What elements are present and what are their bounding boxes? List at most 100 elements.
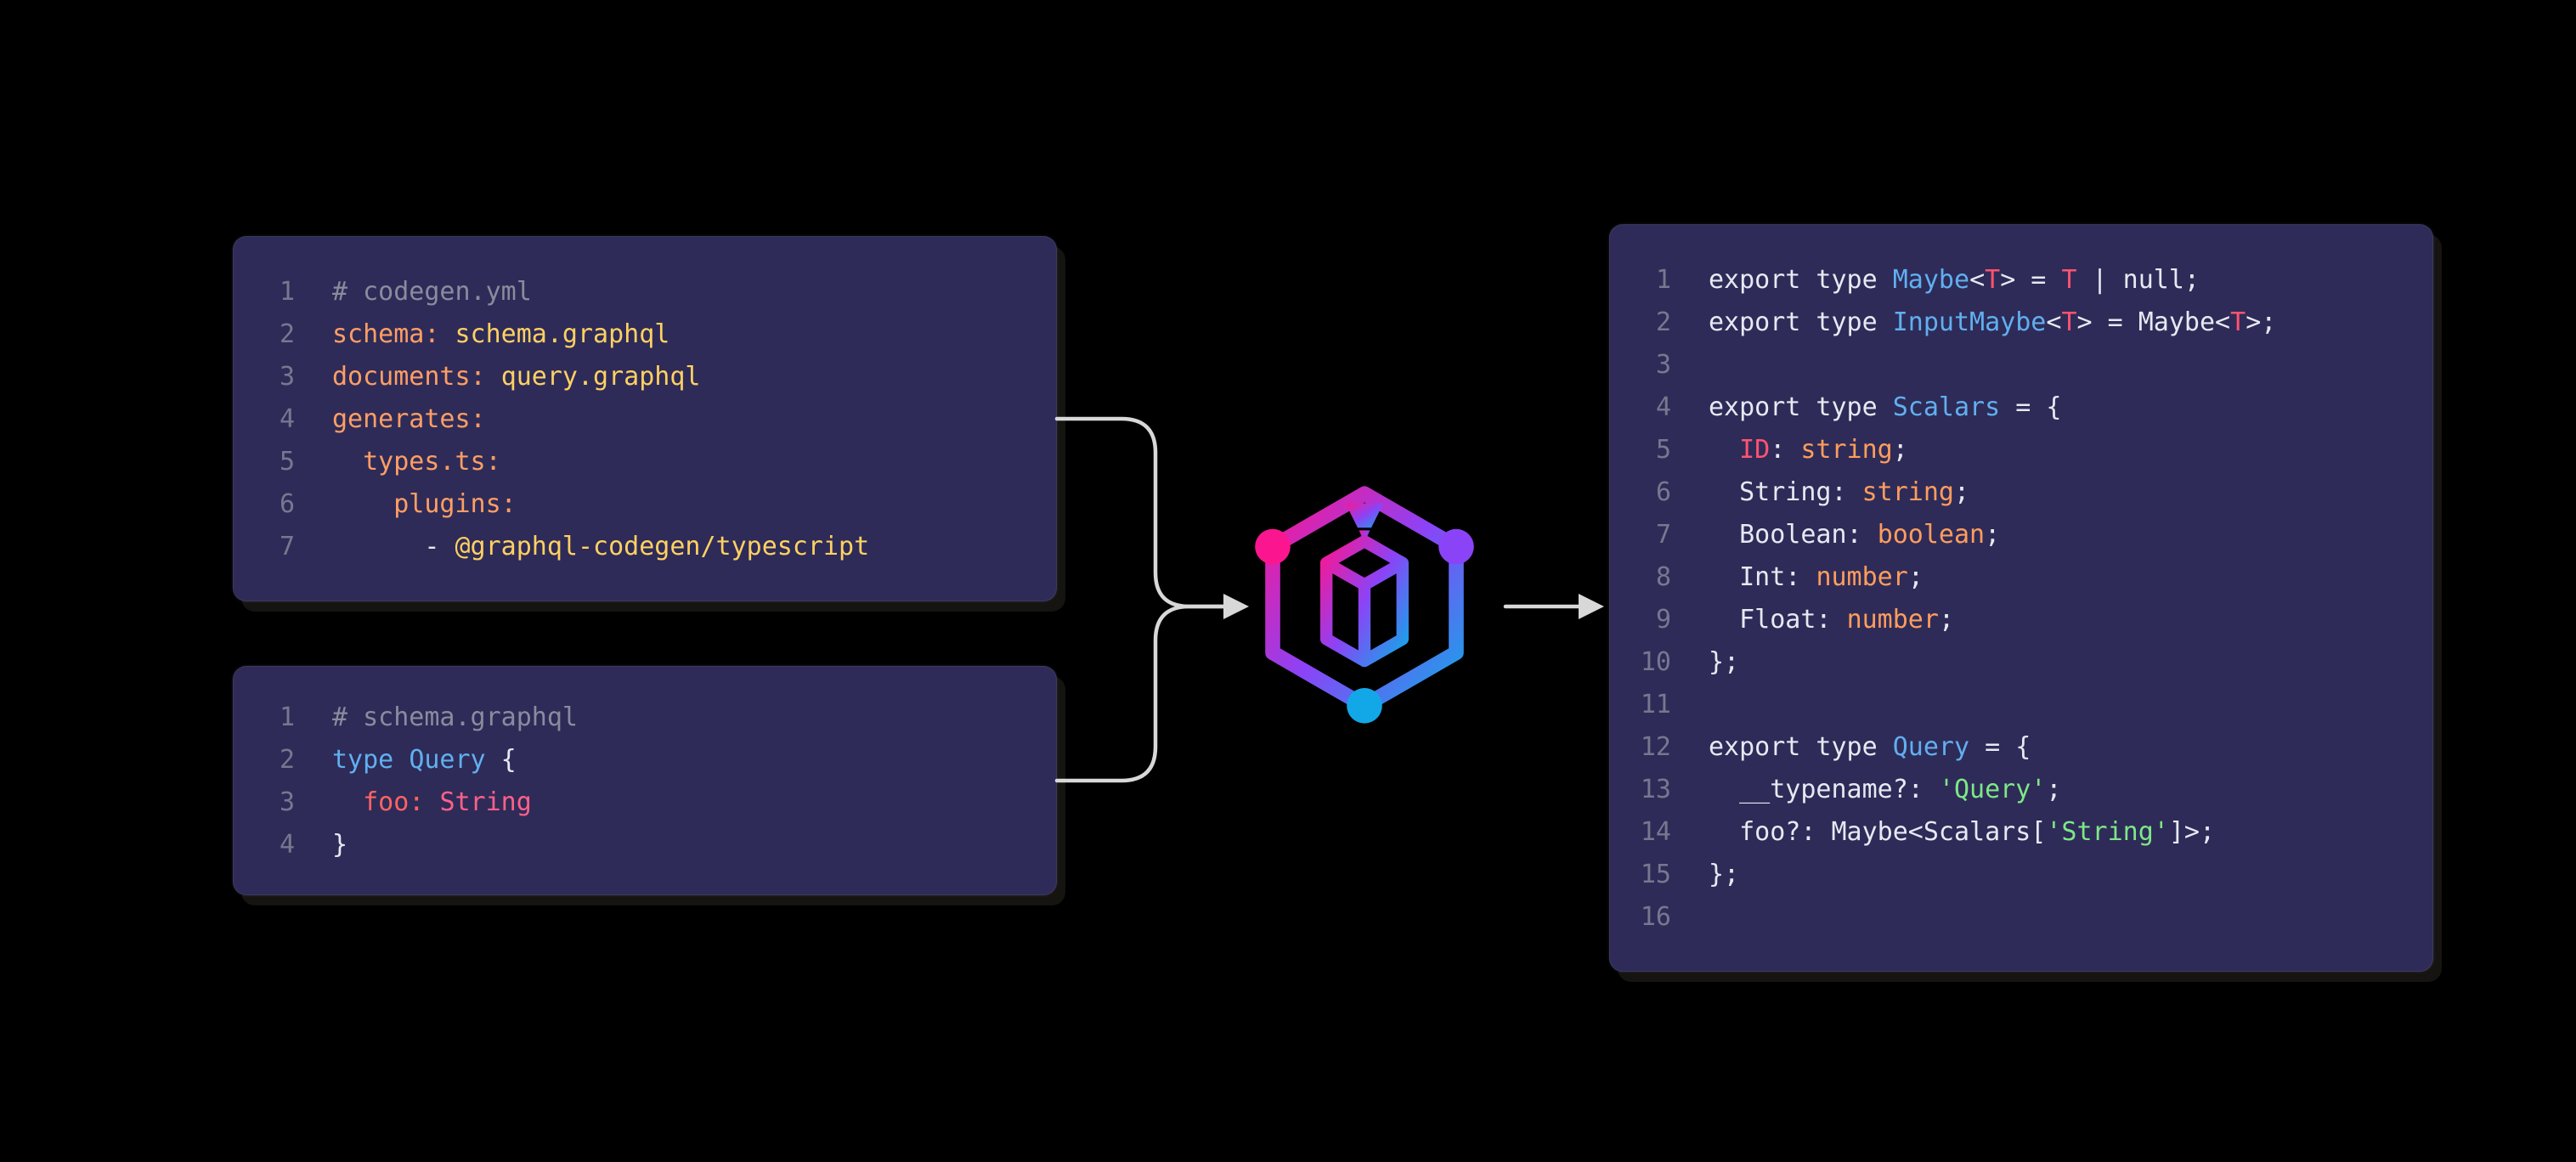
- code-line: 5 ID: string;: [1635, 429, 2407, 471]
- code-line: 4}: [259, 824, 1031, 866]
- line-number: 10: [1640, 647, 1671, 677]
- code-text: foo?: Maybe<Scalars['String']>;: [1709, 811, 2215, 854]
- token-value: @graphql-codegen/typescript: [455, 532, 870, 561]
- token-plain: <: [2046, 307, 2062, 337]
- token-plain: [332, 489, 393, 519]
- logo-dot-blue: [1347, 688, 1382, 724]
- token-generic: T: [2061, 307, 2077, 337]
- token-plain: [332, 447, 363, 477]
- token-plain: = {: [1969, 732, 2031, 762]
- token-plain: [424, 787, 439, 817]
- code-line: 7 - @graphql-codegen/typescript: [259, 526, 1031, 568]
- line-number: 2: [1655, 307, 1671, 337]
- graphql-codegen-logo-icon: [1255, 486, 1474, 724]
- code-line: 4 generates:: [259, 398, 1031, 441]
- line-number: 14: [1640, 817, 1671, 847]
- code-text: # schema.graphql: [332, 697, 578, 739]
- token-plain: export type: [1709, 392, 1893, 422]
- code-line: 15};: [1635, 854, 2407, 896]
- token-plain: [486, 362, 501, 392]
- line-number: 1: [279, 277, 295, 307]
- token-generic: T: [2230, 307, 2246, 337]
- token-plain: [332, 787, 363, 817]
- token-typename: Maybe: [1892, 265, 1970, 295]
- code-text: ID: string;: [1709, 429, 1908, 471]
- code-text: };: [1709, 854, 1739, 896]
- line-number: 4: [1655, 392, 1671, 422]
- token-plain: ;: [1907, 562, 1924, 592]
- token-plain: :: [1770, 435, 1801, 465]
- token-generic: T: [1985, 265, 2001, 295]
- code-line: 16: [1635, 896, 2407, 939]
- code-line: 1 # codegen.yml: [259, 271, 1031, 313]
- token-pinktype: String: [439, 787, 532, 817]
- code-text: schema: schema.graphql: [332, 313, 669, 356]
- token-string: 'String': [2046, 817, 2169, 847]
- code-text: __typename?: 'Query';: [1709, 769, 2061, 811]
- code-text: export type Maybe<T> = T | null;: [1709, 259, 2200, 302]
- line-number: 6: [279, 489, 295, 519]
- code-line: 11: [1635, 684, 2407, 726]
- token-plain: Float:: [1709, 605, 1847, 635]
- token-generic: ID: [1739, 435, 1771, 465]
- logo-dot-pink: [1255, 528, 1291, 565]
- code-line: 3: [1635, 344, 2407, 386]
- token-value: schema.graphql: [455, 319, 670, 349]
- token-primitive: string: [1800, 435, 1893, 465]
- code-text: - @graphql-codegen/typescript: [332, 526, 869, 568]
- token-key: types.ts:: [363, 447, 501, 477]
- token-plain: [1709, 435, 1739, 465]
- line-number: 5: [279, 447, 295, 477]
- token-plain: export type: [1709, 732, 1893, 762]
- token-plain: Boolean:: [1709, 520, 1878, 550]
- arrow-from-schema: [1054, 604, 1228, 783]
- code-text: type Query {: [332, 739, 517, 781]
- line-number: 4: [279, 830, 295, 860]
- code-line: 5 types.ts:: [259, 441, 1031, 483]
- code-line: 6 String: string;: [1635, 471, 2407, 514]
- token-key: generates:: [332, 404, 486, 434]
- code-line: 2 export type InputMaybe<T> = Maybe<T>;: [1635, 302, 2407, 344]
- token-plain: [439, 319, 455, 349]
- code-line: 6 plugins:: [259, 483, 1031, 526]
- token-key: plugins:: [393, 489, 517, 519]
- token-plain: | null;: [2076, 265, 2200, 295]
- code-line: 14 foo?: Maybe<Scalars['String']>;: [1635, 811, 2407, 854]
- line-number: 4: [279, 404, 295, 434]
- token-plain: export type: [1709, 307, 1893, 337]
- token-plain: >;: [2246, 307, 2277, 337]
- code-text: export type InputMaybe<T> = Maybe<T>;: [1709, 302, 2276, 344]
- line-number: 6: [1655, 477, 1671, 507]
- line-number: 11: [1640, 690, 1671, 719]
- code-text: Float: number;: [1709, 599, 1954, 641]
- line-number: 2: [279, 745, 295, 775]
- token-primitive: number: [1816, 562, 1908, 592]
- code-line: 9 Float: number;: [1635, 599, 2407, 641]
- code-line: 8 Int: number;: [1635, 556, 2407, 599]
- token-plain: > = Maybe<: [2076, 307, 2231, 337]
- code-text: };: [1709, 641, 1739, 684]
- code-line: 7 Boolean: boolean;: [1635, 514, 2407, 556]
- line-number: 16: [1640, 902, 1671, 932]
- code-text: generates:: [332, 398, 486, 441]
- token-plain: ;: [1985, 520, 2001, 550]
- token-plain: ;: [1954, 477, 1970, 507]
- arrowhead-into-output: [1579, 594, 1604, 619]
- code-line: 2 type Query {: [259, 739, 1031, 781]
- code-line: 3 foo: String: [259, 781, 1031, 824]
- token-comment: # codegen.yml: [332, 277, 532, 307]
- token-typename: Query: [1892, 732, 1970, 762]
- token-plain: ;: [2046, 775, 2062, 804]
- logo-nozzle: [1345, 503, 1384, 528]
- token-primitive: number: [1846, 605, 1939, 635]
- code-text: # codegen.yml: [332, 271, 532, 313]
- code-text: Int: number;: [1709, 556, 1924, 599]
- line-number: 13: [1640, 775, 1671, 804]
- token-plain: };: [1709, 647, 1740, 677]
- token-plain: -: [332, 532, 455, 561]
